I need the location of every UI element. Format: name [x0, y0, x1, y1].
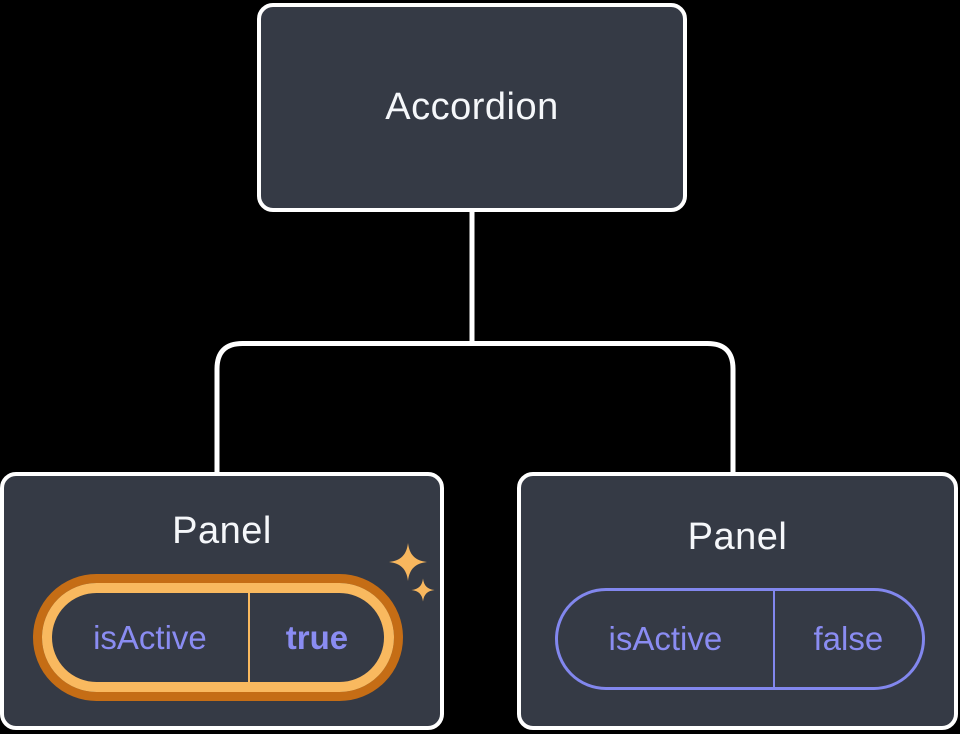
accordion-node: Accordion — [257, 3, 687, 212]
state-pill-inactive: isActive false — [555, 588, 925, 690]
connector-branch-line — [214, 341, 736, 474]
state-value-label: false — [813, 620, 884, 657]
panel-node-inactive: Panel isActive false — [517, 472, 958, 730]
state-pill-active: isActive true — [33, 574, 403, 701]
panel-title: Panel — [687, 516, 788, 558]
state-value-label: true — [285, 618, 349, 656]
state-value-cell: true — [250, 593, 384, 682]
pill-divider — [772, 591, 775, 687]
state-value-cell: false — [775, 591, 922, 687]
state-pill-active-inner: isActive true — [42, 583, 394, 692]
state-key-cell: isActive — [52, 593, 248, 682]
state-key-cell: isActive — [558, 591, 773, 687]
accordion-node-label: Accordion — [385, 86, 559, 128]
panel-node-active: Panel isActive true — [0, 472, 444, 730]
pill-divider — [247, 593, 250, 682]
panel-title: Panel — [172, 510, 272, 552]
state-key-label: isActive — [93, 618, 207, 656]
state-key-label: isActive — [608, 620, 723, 657]
